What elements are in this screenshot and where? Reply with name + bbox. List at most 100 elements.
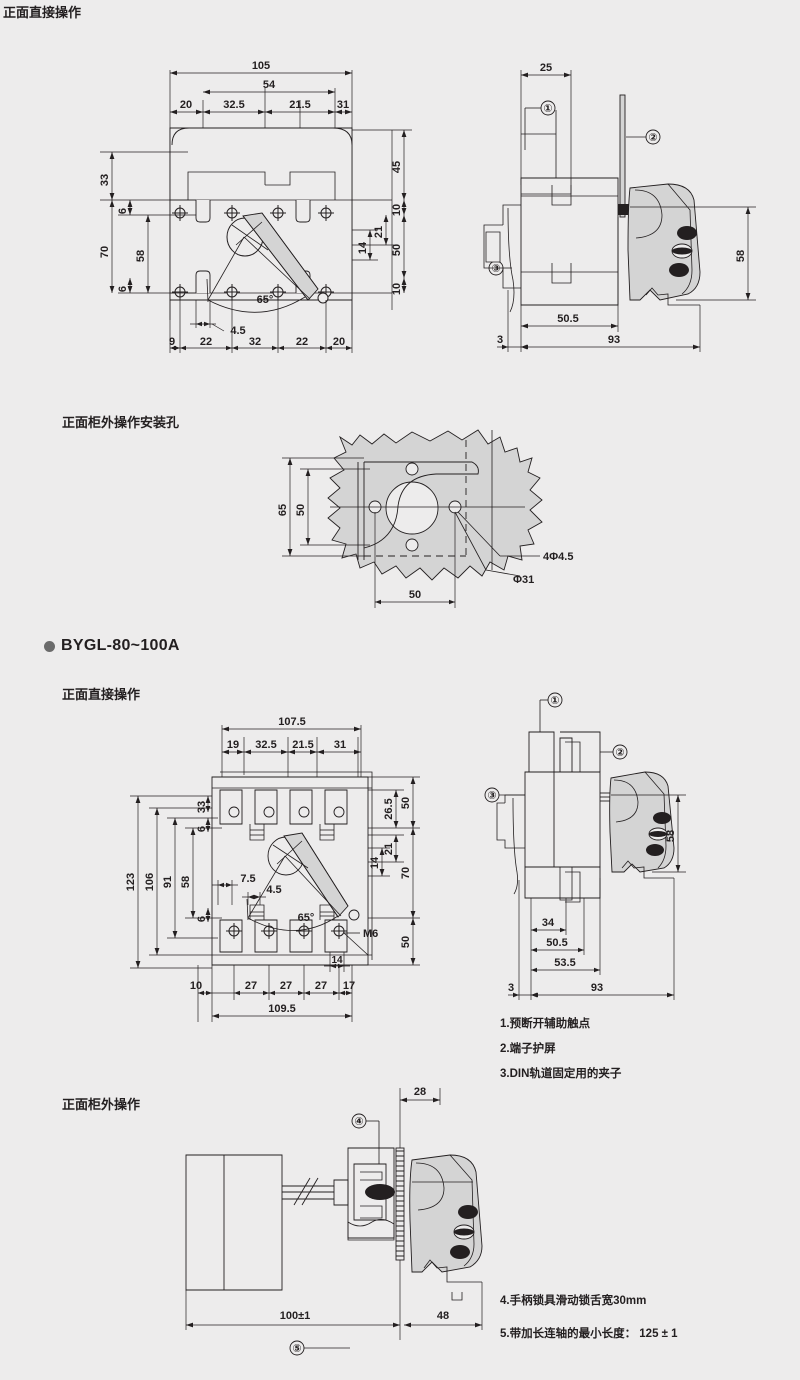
drawing3-bygl-side-view: ① ② ③	[484, 692, 686, 1000]
dim-34: 34	[542, 917, 555, 929]
dim-32-5b: 32.5	[255, 739, 276, 751]
legend-item-3: 3.DIN轨道固定用的夹子	[500, 1068, 622, 1080]
dim-105: 105	[252, 60, 270, 72]
legend-item-5: 5.带加长连轴的最小长度： 125 ± 1	[500, 1328, 678, 1340]
callout-3-label: ③	[491, 263, 500, 275]
dim-53-5: 53.5	[554, 957, 575, 969]
terminal-blocks-top	[219, 789, 348, 841]
dim-10-bottom: 10	[391, 283, 403, 295]
label-4phi4-5: 4Φ4.5	[543, 551, 573, 563]
dim-28: 28	[414, 1086, 426, 1098]
callout-5: ⑤	[289, 1340, 350, 1356]
dim-33: 33	[99, 174, 111, 186]
dim-6-top: 6	[117, 208, 129, 214]
dim-25: 25	[540, 62, 552, 74]
callout-1-label: ①	[543, 103, 552, 115]
drawing1-front-view: 105 54 20 32.5 21.5 31	[99, 60, 412, 353]
drawing1-side-view: 25 ① ② ③	[483, 62, 756, 352]
dim-21-5b: 21.5	[292, 739, 313, 751]
dim-10b: 10	[190, 980, 202, 992]
dim-3: 3	[497, 334, 503, 346]
handle-assembly	[627, 183, 701, 306]
callout-3b-label: ③	[487, 790, 496, 802]
handle-lever-2: 65°	[246, 832, 360, 931]
dim-93b: 93	[591, 982, 603, 994]
handle-assembly-3	[409, 1154, 483, 1301]
dim-27-3: 27	[315, 980, 327, 992]
dim-21-5: 21.5	[289, 99, 310, 111]
handle-lever: 65°	[206, 212, 329, 313]
dim-65deg-2: 65°	[298, 912, 315, 924]
dim-27-1: 27	[245, 980, 257, 992]
dim-27-2: 27	[280, 980, 292, 992]
dim-7-5: 7.5	[240, 873, 255, 885]
dim-14b: 14	[369, 856, 381, 869]
dim-4-5b: 4.5	[266, 884, 281, 896]
dim-45: 45	[391, 161, 403, 173]
callout-2b-label: ②	[615, 747, 624, 759]
panel-section	[395, 1147, 405, 1261]
dim-123: 123	[125, 873, 137, 891]
callout-5-label: ⑤	[292, 1343, 301, 1355]
dim-21: 21	[373, 226, 385, 238]
drawing2-mounting-holes: 65 50 50 4Φ4.5 Φ31	[277, 429, 573, 608]
dim-31: 31	[337, 99, 349, 111]
dim-93: 93	[608, 334, 620, 346]
dim-17: 17	[343, 980, 355, 992]
dim-20: 20	[180, 99, 192, 111]
dim-48: 48	[437, 1310, 449, 1322]
section-title-direct-operation-2: 正面直接操作	[62, 687, 141, 702]
dim-70: 70	[99, 246, 111, 258]
callout-2b: ②	[600, 744, 628, 760]
dim-50-5: 50.5	[557, 313, 578, 325]
dim-6-top2: 6	[196, 826, 208, 832]
dim-14-small: 14	[331, 955, 343, 966]
screw-marks-top	[172, 205, 334, 221]
terminal-blocks-bottom	[219, 904, 348, 953]
dim-91: 91	[162, 876, 174, 888]
dim-58-side2: 58	[665, 830, 677, 842]
dim-65deg: 65°	[257, 294, 274, 306]
screw-marks-bottom	[172, 284, 334, 300]
dim-50-bot2: 50	[400, 936, 412, 948]
label-phi31: Φ31	[513, 574, 534, 586]
section-title-external-operation: 正面柜外操作	[62, 1097, 141, 1112]
dim-33b: 33	[196, 801, 208, 813]
callout-2: ②	[626, 129, 661, 145]
dim-3b: 3	[508, 982, 514, 994]
dim-50-top2: 50	[400, 797, 412, 809]
handle-assembly-2	[609, 771, 675, 879]
dim-50-plate-v: 50	[295, 504, 307, 516]
dim-50-plate-h: 50	[409, 589, 421, 601]
page-title: 正面直接操作	[3, 5, 82, 20]
dim-58-side: 58	[735, 250, 747, 262]
dim-58b: 58	[180, 876, 192, 888]
dim-50: 50	[391, 244, 403, 256]
section-title-mounting-holes: 正面柜外操作安装孔	[62, 415, 180, 430]
legend-item-4: 4.手柄锁具滑动锁舌宽30mm	[500, 1295, 647, 1307]
bullet-icon	[44, 640, 55, 652]
dim-20-bottom: 20	[333, 336, 345, 348]
dim-58: 58	[135, 250, 147, 262]
label-m6: M6	[363, 928, 378, 940]
dim-22-left: 22	[200, 336, 212, 348]
drawing4-external-operation: 28 ④	[185, 1086, 483, 1356]
dim-6-bot2: 6	[196, 916, 208, 922]
dim-4-5: 4.5	[230, 325, 245, 337]
drawing3-bygl-front-view: 107.5 19 32.5 21.5 31	[125, 716, 420, 1022]
model-heading: BYGL-80~100A	[44, 637, 180, 655]
dim-9: 9	[169, 336, 175, 348]
dim-54: 54	[263, 79, 276, 91]
dim-65-plate: 65	[277, 504, 289, 516]
dim-107-5: 107.5	[278, 716, 306, 728]
dim-50-5b: 50.5	[546, 937, 567, 949]
legend-item-1: 1.预断开辅助触点	[500, 1018, 591, 1030]
callout-1b-label: ①	[550, 695, 559, 707]
dim-14: 14	[357, 241, 369, 254]
dim-26-5: 26.5	[383, 798, 395, 819]
dim-22-right: 22	[296, 336, 308, 348]
callout-1: ①	[524, 100, 556, 150]
dim-10-top: 10	[391, 204, 403, 216]
dim-70b: 70	[400, 867, 412, 879]
